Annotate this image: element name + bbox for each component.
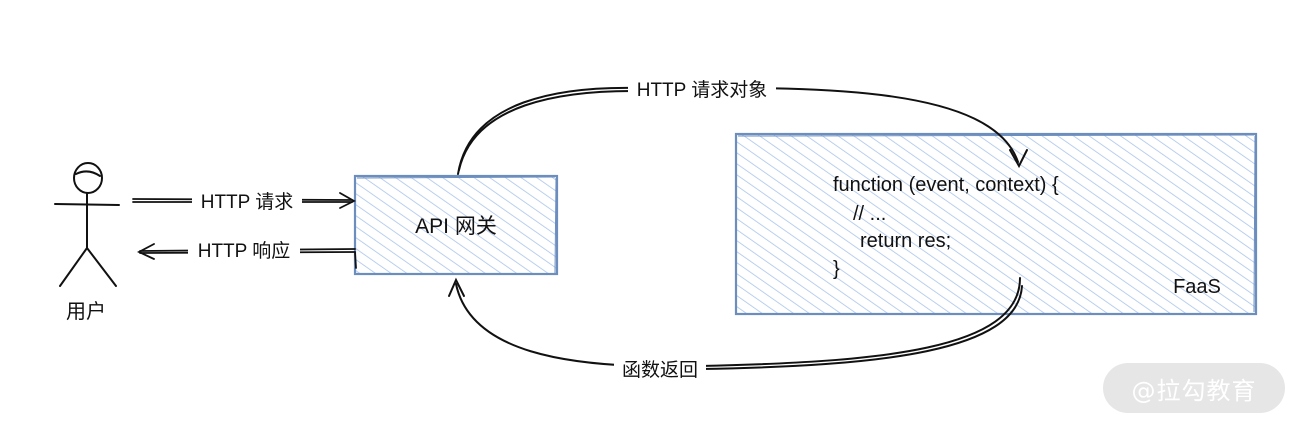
- code-line-2: // ...: [853, 203, 886, 225]
- api-gateway-label: API 网关: [415, 215, 497, 238]
- watermark: @拉勾教育: [1103, 363, 1285, 413]
- faas-box: [734, 132, 1258, 316]
- code-line-3: return res;: [860, 230, 951, 252]
- faas-label: FaaS: [1173, 276, 1221, 298]
- user-figure: [54, 162, 120, 287]
- request-object-label: HTTP 请求对象: [637, 79, 768, 101]
- api-gateway-box: [353, 174, 559, 276]
- code-line-4: }: [833, 258, 840, 280]
- request-label: HTTP 请求: [201, 191, 294, 213]
- function-return-label: 函数返回: [622, 359, 698, 381]
- response-label: HTTP 响应: [198, 240, 291, 262]
- user-label: 用户: [66, 300, 106, 323]
- code-line-1: function (event, context) {: [833, 174, 1059, 196]
